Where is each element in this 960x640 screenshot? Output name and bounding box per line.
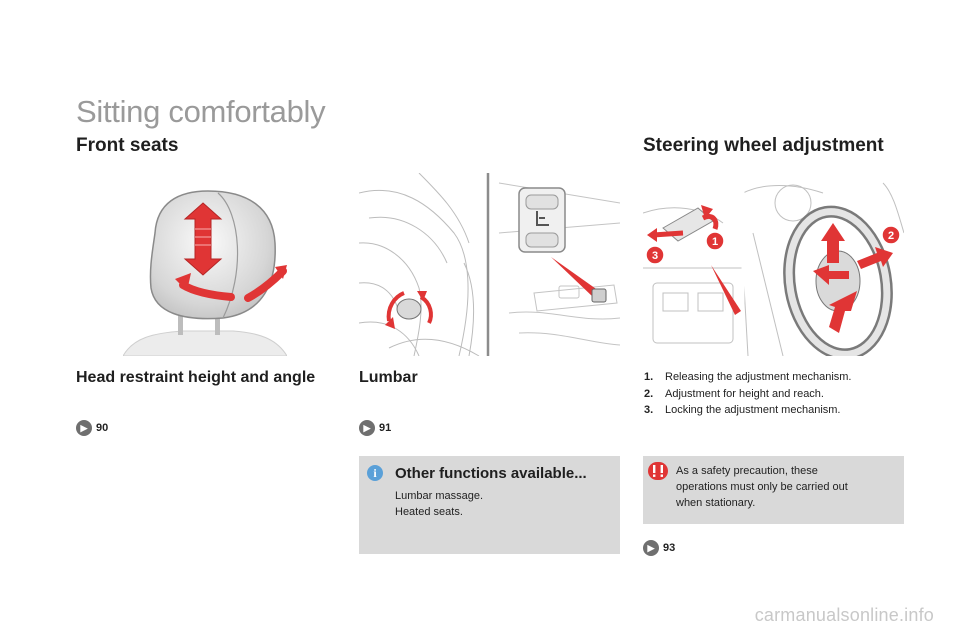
steering-wheel-heading: Steering wheel adjustment [643, 135, 884, 156]
callout-1: 1 [712, 236, 718, 248]
warning-icon [648, 462, 668, 480]
page-link-icon: ▶ [76, 420, 92, 436]
page-ref-91[interactable]: ▶ 91 [359, 420, 391, 436]
callout-3: 3 [652, 250, 658, 262]
list-item: 1. Releasing the adjustment mechanism. [644, 371, 852, 383]
watermark: carmanualsonline.info [754, 605, 934, 625]
lumbar-heading: Lumbar [359, 369, 418, 386]
page-link-icon: ▶ [359, 420, 375, 436]
info-icon: i [367, 465, 383, 481]
safety-warning-text: As a safety precaution, these operations… [676, 465, 848, 509]
page-ref-93[interactable]: ▶ 93 [643, 540, 675, 556]
other-functions-title: Other functions available... [395, 465, 587, 482]
list-item: 3. Locking the adjustment mechanism. [644, 404, 841, 416]
lumbar-illustration [359, 173, 620, 356]
callout-2: 2 [888, 230, 894, 242]
page-link-icon: ▶ [643, 540, 659, 556]
other-functions-text: Lumbar massage. Heated seats. [395, 490, 484, 518]
safety-warning-box: As a safety precaution, these operations… [643, 456, 904, 524]
adjust-arrows-icon [813, 223, 893, 333]
front-seats-heading: Front seats [76, 135, 179, 156]
other-functions-box: i Other functions available... Lumbar ma… [359, 456, 620, 554]
steering-illustration: 1 3 2 [643, 173, 904, 356]
page-title: Sitting comfortably [76, 94, 326, 129]
head-restraint-heading: Head restraint height and angle [76, 369, 316, 386]
steering-steps-list: 1. Releasing the adjustment mechanism. 2… [644, 369, 914, 419]
list-item: 2. Adjustment for height and reach. [644, 387, 824, 400]
head-restraint-illustration [123, 173, 287, 356]
height-arrow-icon [183, 202, 223, 276]
page-ref-90[interactable]: ▶ 90 [76, 420, 108, 436]
